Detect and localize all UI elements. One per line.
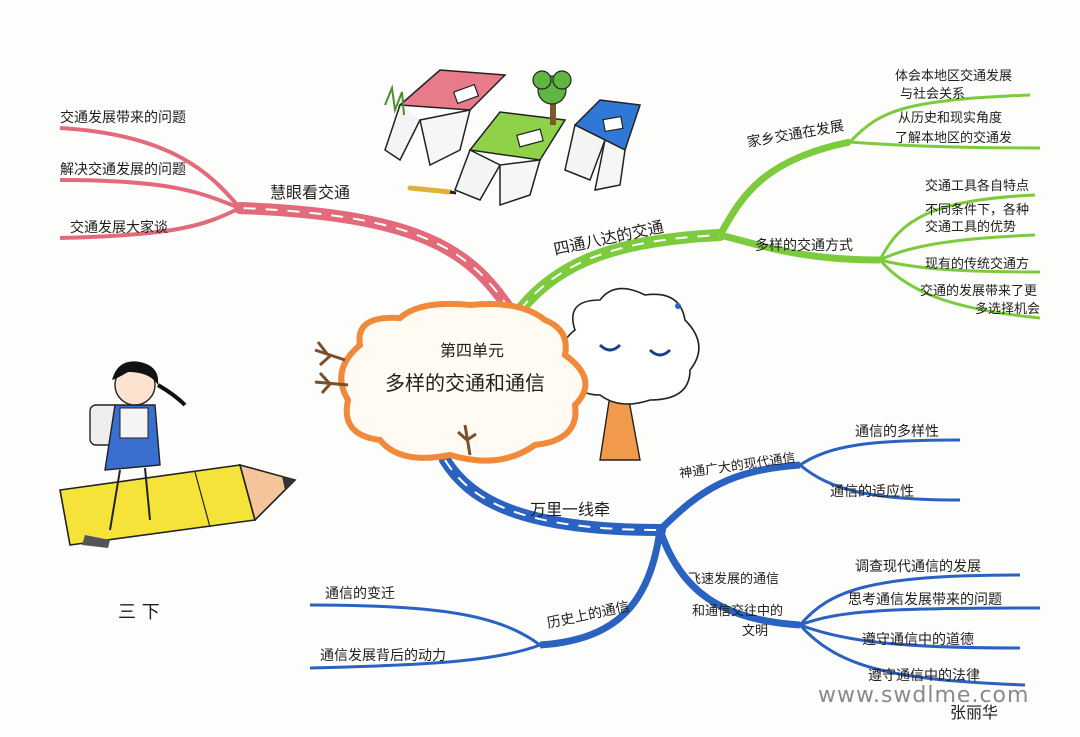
sub-label-fast-communication-3: 文明 bbox=[742, 624, 768, 639]
leaf-history-2: 通信发展背后的动力 bbox=[320, 648, 446, 664]
leaf-fast-2: 思考通信发展带来的问题 bbox=[848, 592, 1002, 608]
watermark-text: www.swdlme.com bbox=[818, 683, 1029, 708]
branch-label-traffic-view: 慧眼看交通 bbox=[270, 183, 350, 202]
leaf-fast-4: 遵守通信中的法律 bbox=[868, 667, 980, 684]
leaf-hometown-2: 与社会关系 bbox=[900, 86, 965, 102]
leaf-history-1: 通信的变迁 bbox=[325, 586, 395, 602]
sub-label-diverse-traffic: 多样的交通方式 bbox=[755, 237, 853, 254]
center-unit-label: 第四单元 bbox=[440, 341, 504, 360]
blue-branch bbox=[309, 438, 1041, 687]
leaf-diverse-3: 交通工具的优势 bbox=[925, 219, 1016, 235]
sub-label-fast-communication-1: 飞速发展的通信 bbox=[688, 571, 779, 587]
branch-label-communication: 万里一线牵 bbox=[530, 500, 610, 519]
leaf-hometown-1: 体会本地区交通发展 bbox=[895, 68, 1012, 84]
leaf-hometown-3: 从历史和现实角度 bbox=[898, 110, 1002, 126]
leaf-traffic-view-1: 交通发展带来的问题 bbox=[60, 109, 186, 126]
red-branch bbox=[59, 126, 516, 316]
leaf-fast-3: 遵守通信中的道德 bbox=[862, 631, 974, 648]
leaf-hometown-4: 了解本地区的交通发 bbox=[895, 130, 1012, 146]
books-illustration bbox=[384, 69, 642, 207]
center-title: 多样的交通和通信 bbox=[385, 371, 545, 395]
leaf-modern-1: 通信的多样性 bbox=[855, 423, 939, 440]
grade-label: 三 下 bbox=[118, 602, 160, 623]
leaf-traffic-view-2: 解决交通发展的问题 bbox=[60, 161, 186, 178]
center-bubble bbox=[314, 300, 589, 464]
leaf-modern-2: 通信的适应性 bbox=[830, 483, 914, 500]
leaf-fast-1: 调查现代通信的发展 bbox=[855, 559, 981, 575]
leaf-diverse-4: 现有的传统交通方 bbox=[925, 256, 1029, 272]
leaf-diverse-5: 交通的发展带来了更 bbox=[920, 283, 1037, 299]
leaf-diverse-1: 交通工具各自特点 bbox=[925, 178, 1029, 194]
green-branch bbox=[514, 93, 1041, 320]
author-signature: 张丽华 bbox=[950, 703, 998, 722]
leaf-diverse-6: 多选择机会 bbox=[975, 301, 1040, 317]
girl-on-pencil-illustration bbox=[59, 361, 297, 548]
leaf-traffic-view-3: 交通发展大家谈 bbox=[70, 219, 168, 236]
sub-label-history-communication: 历史上的通信 bbox=[546, 599, 631, 632]
sub-label-fast-communication-2: 和通信交往中的 bbox=[692, 603, 783, 619]
cloud-tree-illustration bbox=[562, 287, 700, 461]
leaf-diverse-2: 不同条件下，各种 bbox=[925, 202, 1029, 218]
